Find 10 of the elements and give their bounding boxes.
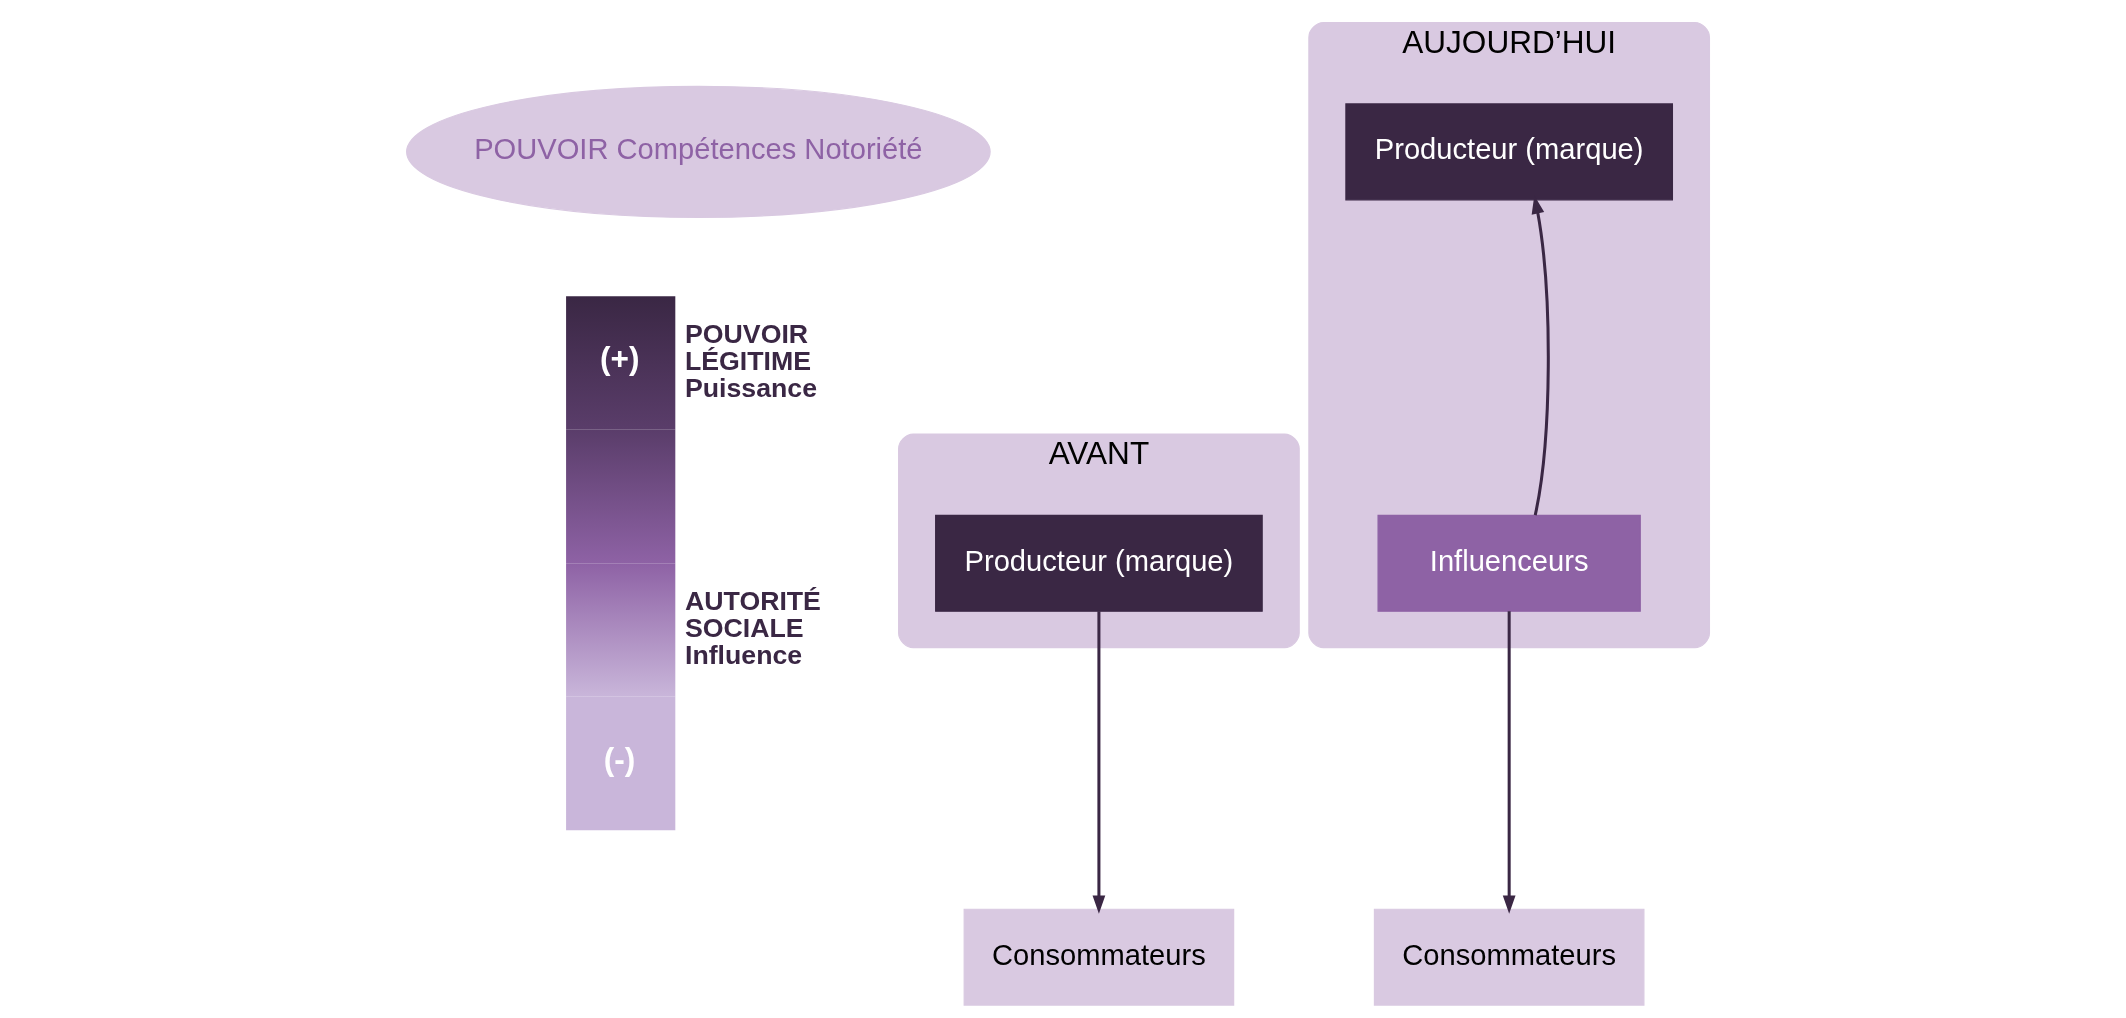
node-box: Consommateurs bbox=[963, 908, 1235, 1006]
node-label: AUTORITÉ SOCIALE Influence bbox=[685, 586, 821, 670]
arrow bbox=[1092, 611, 1106, 914]
node-box: Producteur (marque) bbox=[935, 514, 1263, 612]
node-box: Influenceurs bbox=[1377, 514, 1641, 612]
node-label: POUVOIR LÉGITIME Puissance bbox=[685, 319, 818, 403]
node-box: Producteur (marque) bbox=[1345, 103, 1674, 201]
node-box: Consommateurs bbox=[1373, 908, 1645, 1006]
node-ellipse: POUVOIR Compétences Notoriété bbox=[406, 85, 991, 218]
arrow bbox=[1502, 611, 1516, 914]
